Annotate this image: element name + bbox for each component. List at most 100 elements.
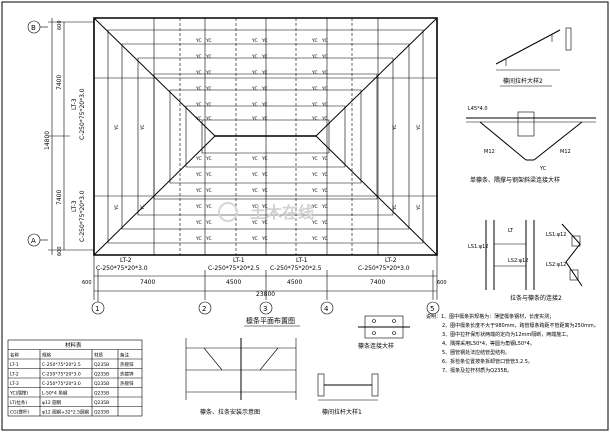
- detail-label: LS1:φ12: [468, 244, 489, 250]
- yc-label: YC: [311, 156, 318, 162]
- yc-label: YC: [311, 236, 318, 242]
- yc-label: YC: [416, 204, 422, 211]
- yc-label: YC: [321, 220, 328, 226]
- table-cell: Q235B: [94, 381, 109, 387]
- plan-title: 檩条平面布置图: [246, 316, 295, 325]
- note-line: 7、檩条及拉杆材质为Q235B。: [442, 367, 512, 374]
- yc-label: YC: [195, 156, 202, 162]
- yc-label: YC: [261, 54, 268, 60]
- side-label-name: LT-3: [71, 98, 78, 110]
- yc-label: YC: [195, 236, 202, 242]
- watermark-logo: [218, 202, 238, 222]
- note-line: 6、拆检条位置按条拆卸管口管管3.2.5。: [442, 358, 533, 365]
- yc-label: YC: [261, 70, 268, 76]
- dim-text: 7400: [370, 279, 385, 286]
- yc-label: YC: [251, 172, 258, 178]
- side-label-spec: C-250*75*20*3.0: [79, 190, 86, 242]
- yc-label: YC: [261, 156, 268, 162]
- table-cell: C-250*75*20*3.0: [42, 372, 81, 378]
- detail-label: LT: [508, 228, 514, 234]
- yc-label: YC: [195, 54, 202, 60]
- detail-title: 檩条、拉条安装示意图: [200, 408, 260, 416]
- knee-brace: [533, 121, 583, 161]
- yc-label: YC: [195, 102, 202, 108]
- table-cell: CG(撑杆): [10, 409, 29, 416]
- yc-label: YC: [251, 236, 258, 242]
- purlin-section: [371, 373, 379, 397]
- purlin-section: [317, 373, 325, 397]
- table-cell: Q235B: [94, 410, 109, 416]
- detail-label: LS1:φ12: [546, 232, 567, 238]
- table-header: 规格: [42, 352, 51, 359]
- brace: [203, 347, 223, 371]
- dim-text: 7400: [56, 190, 63, 205]
- watermark: 土木在线: [250, 203, 314, 222]
- table-cell: LT(拉条): [10, 399, 27, 406]
- yc-label: YC: [321, 116, 328, 122]
- yc-label: YC: [261, 204, 268, 210]
- dim-total: 23800: [256, 291, 275, 298]
- note-line: 2、图中檩条长度不大于980mm，跨管檩条跨距不管距离为250mm，: [442, 322, 599, 329]
- axis-bubble: [426, 301, 440, 315]
- yc-label: YC: [321, 172, 328, 178]
- yc-label: YC: [251, 204, 258, 210]
- purlin-ring-7: [201, 119, 330, 154]
- table-cell: YC(隅撑): [9, 390, 28, 397]
- table-cell: C-250*75*20*3.0: [42, 381, 81, 387]
- note-line: 4、隅撑采用L50*4，等圆为角钢L50*4。: [442, 340, 535, 347]
- dim-edge: 600: [82, 280, 92, 286]
- detail-title: 单檩条、隅撑与钢架斜梁连接大样: [470, 176, 560, 184]
- yc-label: YC: [261, 116, 268, 122]
- bay-label-spec: C-250*75*20*2.5: [208, 265, 260, 272]
- yc-label: YC: [311, 70, 318, 76]
- note-line: 3、图中拉杆保形状两端的定向为12mm隔断，两端施工。: [442, 331, 571, 338]
- dim-text: 7400: [140, 279, 155, 286]
- yc-label: YC: [251, 116, 258, 122]
- yc-label: YC: [321, 38, 328, 44]
- yc-label: YC: [416, 124, 422, 131]
- yc-label: YC: [311, 220, 318, 226]
- brace: [259, 347, 279, 371]
- table-header: 名称: [10, 352, 19, 359]
- purlin-tie-detail-2: LT LS1:φ12 LS2:φ12 LS1:φ12 LS2:φ12 拉条与檩条…: [468, 220, 583, 302]
- purlin-section: [571, 235, 581, 247]
- yc-label: YC: [321, 204, 328, 210]
- purlin-ring-5: [169, 89, 362, 184]
- table-cell: φ12 圆钢+32*2.5圆钢: [42, 409, 90, 416]
- table-cell: 热镀锌: [120, 361, 134, 368]
- yc-label: YC: [251, 54, 258, 60]
- yc-label: YC: [251, 102, 258, 108]
- table-cell: Q235B: [94, 400, 109, 406]
- yc-label: YC: [140, 124, 146, 131]
- notes: 说明：1、图中檩条拱规格为：薄壁檩条钢材，长度实测；2、图中檩条长度不大于980…: [426, 313, 599, 374]
- purlin-section: [565, 27, 572, 51]
- table-cell: Q235B: [94, 391, 109, 397]
- hip-line: [315, 135, 438, 256]
- yc-label: YC: [205, 54, 212, 60]
- axis-number: 4: [324, 305, 329, 313]
- detail-label: LS2:φ12: [508, 258, 529, 264]
- table-cell: L-50*4 角钢: [42, 390, 68, 397]
- yc-label: YC: [251, 38, 258, 44]
- yc-label: YC: [261, 102, 268, 108]
- bay-label-spec: C-250*75*20*3.0: [96, 265, 148, 272]
- purlin-connection-detail: 檩条连接大样: [358, 315, 410, 350]
- left-dimensions: 14800 7400 7400 600 600 B A: [27, 18, 94, 256]
- axis-bubbles-bottom: 1 2 3 4 5: [91, 300, 440, 315]
- bolt: [392, 331, 396, 335]
- dim-total: 14800: [44, 131, 51, 150]
- axis-bubble: [198, 301, 212, 315]
- yc-label: YC: [261, 236, 268, 242]
- purlin-slope: [561, 223, 583, 287]
- tie-rod-detail-2: 檩间拉杆大样2: [495, 27, 572, 87]
- detail-label: YC: [539, 166, 547, 172]
- table-title: 材料表: [65, 341, 82, 349]
- axis-letter: A: [31, 237, 36, 245]
- table-cell: 热镀锌: [120, 380, 134, 387]
- purlin-section: [569, 269, 579, 281]
- yc-label: YC: [195, 38, 202, 44]
- yc-label: YC: [205, 102, 212, 108]
